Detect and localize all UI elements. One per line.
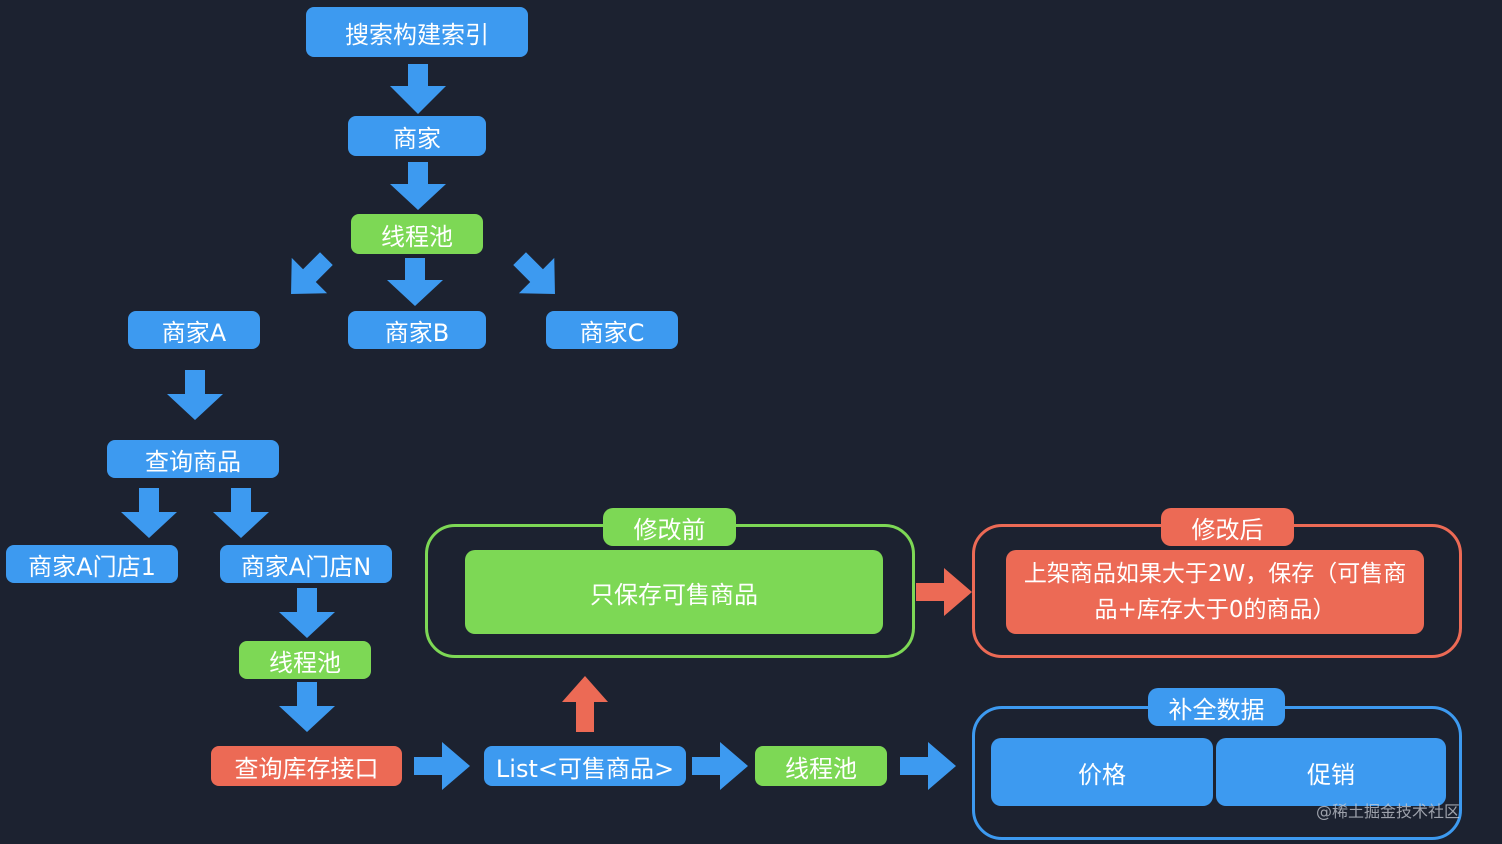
arrow-right-icon xyxy=(692,742,748,790)
query-stock-api-node: 查询库存接口 xyxy=(211,746,402,786)
arrow-right-icon xyxy=(900,742,956,790)
arrow-down-icon xyxy=(213,488,269,538)
merchant-node: 商家 xyxy=(348,116,486,156)
arrow-down-icon xyxy=(387,258,443,306)
price-node: 价格 xyxy=(991,738,1213,806)
arrow-right-icon xyxy=(916,568,972,616)
supplement-tag: 补全数据 xyxy=(1148,688,1285,726)
build-index-node: 搜索构建索引 xyxy=(306,7,528,57)
merchant-c-node: 商家C xyxy=(546,311,678,349)
arrow-down-left-icon xyxy=(291,252,333,294)
thread-pool-node-3: 线程池 xyxy=(755,746,887,786)
arrow-down-right-icon xyxy=(513,252,555,294)
store-1-node: 商家A门店1 xyxy=(6,545,178,583)
arrow-down-icon xyxy=(279,588,335,638)
arrow-down-icon xyxy=(390,162,446,210)
watermark: @稀土掘金技术社区 xyxy=(1316,802,1461,821)
store-n-node: 商家A门店N xyxy=(220,545,392,583)
merchant-a-node: 商家A xyxy=(128,311,260,349)
arrow-down-icon xyxy=(390,64,446,114)
promotion-node: 促销 xyxy=(1216,738,1446,806)
sellable-list-node: List<可售商品> xyxy=(484,746,686,786)
thread-pool-node-2: 线程池 xyxy=(239,641,371,679)
before-tag: 修改前 xyxy=(603,508,736,546)
arrow-down-icon xyxy=(279,682,335,732)
arrow-right-icon xyxy=(414,742,470,790)
after-content: 上架商品如果大于2W，保存（可售商品+库存大于0的商品） xyxy=(1006,550,1424,634)
after-tag: 修改后 xyxy=(1161,508,1294,546)
thread-pool-node: 线程池 xyxy=(351,214,483,254)
arrow-down-icon xyxy=(121,488,177,538)
arrow-up-icon xyxy=(562,676,608,732)
arrow-down-icon xyxy=(167,370,223,420)
before-content: 只保存可售商品 xyxy=(465,550,883,634)
merchant-b-node: 商家B xyxy=(348,311,486,349)
query-products-node: 查询商品 xyxy=(107,440,279,478)
